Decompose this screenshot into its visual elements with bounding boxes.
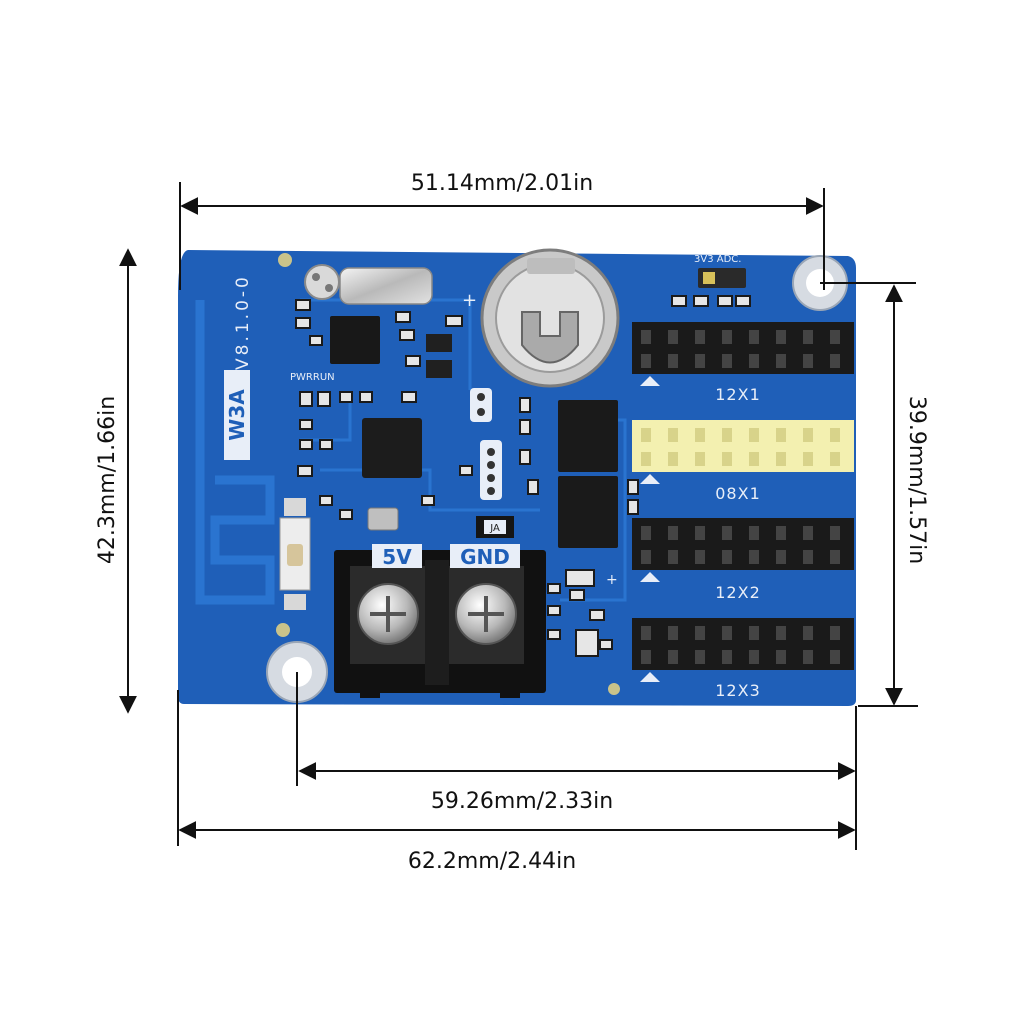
crystal-oscillator: [304, 264, 433, 305]
adc-header: [698, 268, 746, 288]
crystal-smd: [367, 507, 399, 531]
smd-part: [569, 589, 585, 601]
smd-part: [299, 419, 313, 430]
dimension-annotations: [119, 182, 918, 850]
smd-part: [735, 295, 751, 307]
plus-mark: +: [462, 290, 477, 311]
mcu-chip: [362, 418, 422, 478]
pin-headers: [632, 322, 854, 682]
two-pin-header: [470, 388, 492, 422]
smd-components: [295, 295, 751, 657]
reset-button: [279, 498, 311, 610]
header-08x1: [632, 420, 854, 484]
antenna-trace: [195, 300, 275, 605]
coin-cell-battery-holder: [480, 248, 620, 388]
smd-part: [421, 495, 435, 506]
smd-part: [399, 329, 415, 341]
smd-part: [547, 583, 561, 594]
smd-part: [547, 605, 561, 616]
smd-part: [445, 315, 463, 327]
smd-part: [297, 465, 313, 477]
smd-part: [319, 495, 333, 506]
hole-spacing-label: 59.26mm/2.33in: [431, 789, 613, 814]
header-12x2: [632, 518, 854, 582]
smd-part: [599, 639, 613, 650]
header-12x2-label: 12X2: [715, 583, 761, 602]
total-width-label: 62.2mm/2.44in: [408, 849, 576, 874]
smd-part: [565, 569, 595, 587]
via: [278, 253, 292, 267]
smd-part: [401, 391, 417, 403]
smd-part: [405, 355, 421, 367]
smd-part: [319, 439, 333, 450]
via: [608, 683, 620, 695]
adc-label: 3V3 ADC.: [694, 254, 741, 265]
smd-part: [627, 499, 639, 515]
power-terminal-block: 5V GND: [334, 544, 546, 698]
left-height-label: 42.3mm/1.66in: [95, 396, 120, 564]
smd-part: [295, 299, 311, 311]
smd-part: [395, 311, 411, 323]
ja-label-box: JA: [484, 520, 506, 534]
terminal-5v-label: 5V: [382, 545, 412, 569]
smd-part: [359, 391, 373, 403]
smd-part: [519, 449, 531, 465]
smd-part: [589, 609, 605, 621]
pcb-trace: [300, 400, 352, 442]
pwr-run-label: PWRRUN: [290, 372, 335, 383]
smd-part: [693, 295, 709, 307]
smd-part: [317, 391, 331, 407]
smd-part: [547, 629, 561, 640]
smd-part: [459, 465, 473, 476]
smd-part: [519, 397, 531, 413]
ic-chip-8pin: [330, 316, 380, 364]
ja-text: JA: [489, 523, 500, 534]
header-08x1-label: 08X1: [715, 484, 761, 503]
smd-part: [717, 295, 733, 307]
smd-part: [295, 317, 311, 329]
header-12x1-label: 12X1: [715, 385, 761, 404]
top-width-label: 51.14mm/2.01in: [411, 171, 593, 196]
header-12x3: [632, 618, 854, 682]
driver-chip-1: [558, 400, 618, 472]
header-12x3-label: 12X3: [715, 681, 761, 700]
smd-part: [575, 629, 599, 657]
smd-part: [527, 479, 539, 495]
smd-part: [299, 439, 313, 450]
version-text: V8.1.0-0: [233, 274, 253, 370]
terminal-gnd-label: GND: [460, 545, 510, 569]
smd-part: [671, 295, 687, 307]
smd-part: [339, 391, 353, 403]
smd-part: [309, 335, 323, 346]
right-height-label: 39.9mm/1.57in: [904, 396, 929, 564]
driver-chip-2: [558, 476, 618, 548]
smd-part: [299, 391, 313, 407]
smd-part: [339, 509, 353, 520]
four-pin-header: [480, 440, 502, 500]
smd-part: [627, 479, 639, 495]
via: [276, 623, 290, 637]
model-text: W3A: [225, 389, 249, 441]
smd-part: [519, 419, 531, 435]
mosfet: [426, 334, 452, 352]
header-12x1: [632, 322, 854, 386]
model-label: W3A: [224, 370, 250, 460]
mosfet: [426, 360, 452, 378]
plus-mark: +: [606, 572, 618, 588]
